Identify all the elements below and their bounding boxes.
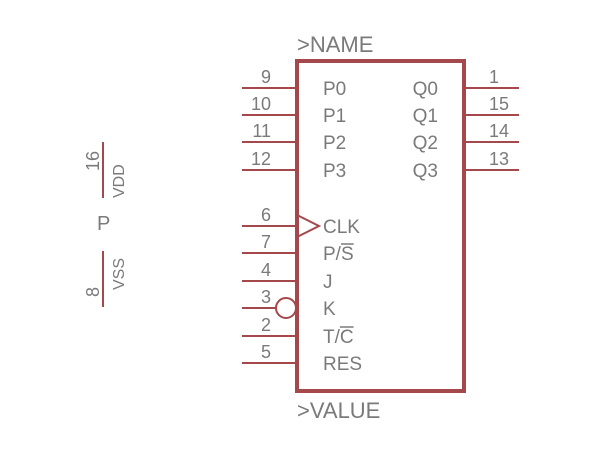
pin-number: 6 bbox=[261, 205, 271, 225]
left-pin: 3K bbox=[242, 287, 336, 320]
pin-number: 13 bbox=[489, 149, 509, 169]
vdd-pin-number: 16 bbox=[83, 151, 103, 171]
name-label: >NAME bbox=[297, 32, 373, 57]
pin-number: 5 bbox=[261, 342, 271, 362]
pin-number: 1 bbox=[489, 67, 499, 87]
pin-number: 2 bbox=[261, 315, 271, 335]
right-pin: 1Q0 bbox=[413, 67, 519, 100]
power-pins: P 16 VDD 8 VSS bbox=[83, 142, 128, 307]
pin-number: 9 bbox=[261, 67, 271, 87]
left-pin: 9P0 bbox=[242, 67, 346, 100]
pin-label: Q0 bbox=[413, 79, 438, 100]
pin-label: P0 bbox=[323, 79, 346, 100]
pin-label: Q2 bbox=[413, 133, 438, 154]
pin-number: 14 bbox=[489, 121, 509, 141]
pin-number: 3 bbox=[261, 287, 271, 307]
vdd-label: VDD bbox=[111, 164, 128, 198]
part-label: P bbox=[97, 213, 110, 235]
pin-label: P3 bbox=[323, 161, 346, 182]
pin-number: 12 bbox=[251, 149, 271, 169]
pin-label: RES bbox=[323, 354, 362, 375]
pin-label: P/S bbox=[323, 244, 354, 265]
pin-label: Q1 bbox=[413, 106, 438, 127]
left-pin: 4J bbox=[242, 260, 333, 293]
pin-label: CLK bbox=[323, 217, 360, 238]
pin-label: K bbox=[323, 299, 336, 320]
pin-label: P1 bbox=[323, 106, 346, 127]
left-pin: 7P/S bbox=[242, 232, 354, 265]
pin-number: 10 bbox=[251, 94, 271, 114]
pin-label: T/C bbox=[323, 327, 354, 348]
pin-label: J bbox=[323, 272, 333, 293]
pin-number: 11 bbox=[252, 121, 271, 141]
pin-number: 7 bbox=[261, 232, 271, 252]
pin-number: 15 bbox=[489, 94, 509, 114]
inversion-bubble bbox=[275, 297, 297, 319]
pin-number: 4 bbox=[261, 260, 271, 280]
vss-label: VSS bbox=[111, 258, 128, 290]
value-label: >VALUE bbox=[297, 398, 380, 423]
vss-pin-number: 8 bbox=[83, 287, 103, 297]
pin-label: Q3 bbox=[413, 161, 438, 182]
left-pin: 2T/C bbox=[242, 315, 354, 348]
clock-indicator bbox=[296, 214, 322, 238]
pin-label: P2 bbox=[323, 133, 346, 154]
